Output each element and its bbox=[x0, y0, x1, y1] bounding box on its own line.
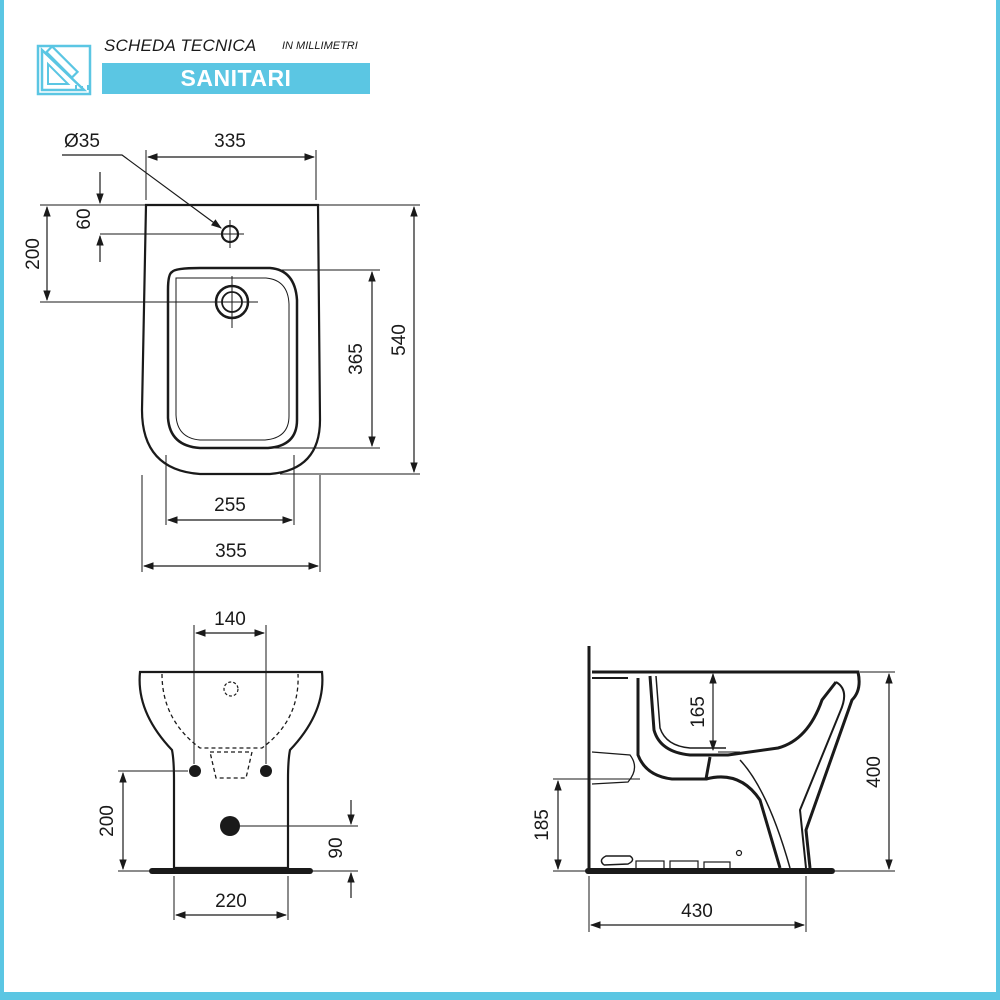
category-banner: SANITARI bbox=[102, 63, 370, 94]
front-view bbox=[118, 625, 358, 920]
ruler-pencil-icon bbox=[36, 44, 92, 96]
frame-right-border bbox=[996, 0, 1000, 1000]
frame-bottom-border bbox=[0, 992, 1000, 1000]
side-view bbox=[553, 646, 895, 932]
top-width-label: 335 bbox=[214, 131, 246, 152]
fixing-height-label: 200 bbox=[97, 805, 118, 837]
header: SCHEDA TECNICA IN MILLIMETRI SANITARI bbox=[36, 36, 376, 96]
top-view-outline bbox=[140, 203, 322, 476]
fixing-hole-right bbox=[260, 765, 272, 777]
bowl-depth-label: 165 bbox=[688, 696, 709, 728]
fixing-hole-left bbox=[189, 765, 201, 777]
total-length-label: 540 bbox=[389, 324, 410, 356]
bowl-length-label: 365 bbox=[346, 343, 367, 375]
drain-height-label: 90 bbox=[326, 837, 347, 858]
sheet-title: SCHEDA TECNICA bbox=[104, 36, 257, 55]
total-height-label: 400 bbox=[864, 756, 885, 788]
fixing-spacing-label: 140 bbox=[214, 609, 246, 630]
hole-offset-label: 60 bbox=[74, 208, 95, 229]
units-note: IN MILLIMETRI bbox=[282, 40, 358, 52]
total-width-label: 355 bbox=[215, 541, 247, 562]
hole-diameter-label: Ø35 bbox=[64, 131, 100, 152]
total-depth-label: 430 bbox=[681, 901, 713, 922]
frame-left-border bbox=[0, 0, 4, 1000]
top-view bbox=[40, 150, 420, 572]
bowl-width-label: 255 bbox=[214, 495, 246, 516]
drain-offset-label: 200 bbox=[23, 238, 44, 270]
front-view-fixings bbox=[189, 765, 272, 836]
top-view-bowl bbox=[166, 266, 299, 450]
drain-outlet bbox=[220, 816, 240, 836]
base-width-label: 220 bbox=[215, 891, 247, 912]
front-view-labels: 140 200 90 220 bbox=[97, 609, 347, 912]
side-view-labels: 165 400 185 430 bbox=[532, 696, 885, 922]
top-view-labels: Ø35 335 60 200 365 540 255 355 bbox=[23, 131, 410, 562]
inlet-height-label: 185 bbox=[532, 809, 553, 841]
